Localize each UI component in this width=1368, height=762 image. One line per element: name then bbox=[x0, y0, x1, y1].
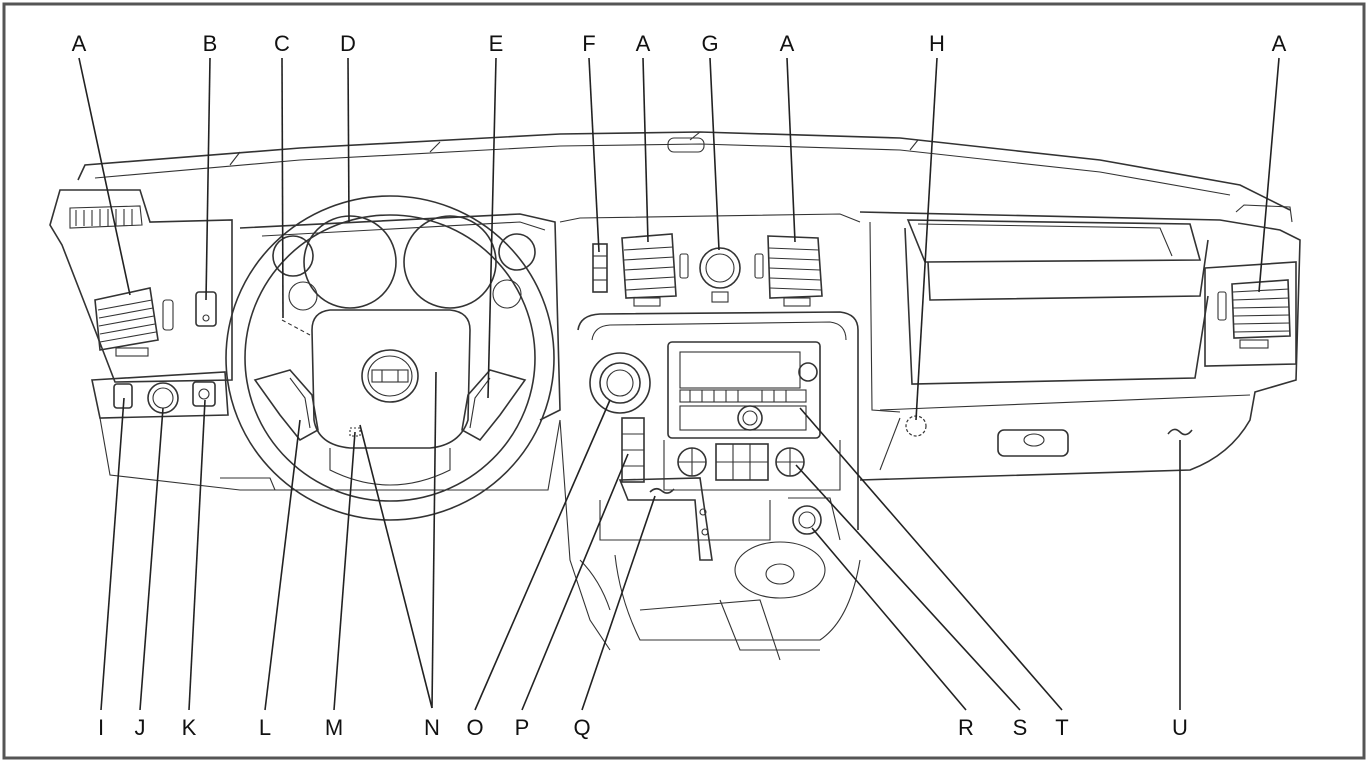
label-top-f: F bbox=[582, 31, 595, 56]
label-top-b: B bbox=[203, 31, 218, 56]
label-bottom-p: P bbox=[515, 715, 530, 740]
leader-lines bbox=[78, 57, 1280, 711]
label-bottom-t: T bbox=[1055, 715, 1068, 740]
label-top-d: D bbox=[340, 31, 356, 56]
label-bottom-n: N bbox=[424, 715, 440, 740]
label-bottom-l: L bbox=[259, 715, 271, 740]
label-bottom-i: I bbox=[98, 715, 104, 740]
label-bottom-s: S bbox=[1013, 715, 1028, 740]
label-top-g: G bbox=[701, 31, 718, 56]
label-bottom-u: U bbox=[1172, 715, 1188, 740]
label-top-h: H bbox=[929, 31, 945, 56]
label-top-a-1: A bbox=[72, 31, 87, 56]
label-top-a-2: A bbox=[636, 31, 651, 56]
dashboard-drawing bbox=[49, 131, 1301, 661]
label-top-e: E bbox=[489, 31, 504, 56]
label-bottom-o: O bbox=[466, 715, 483, 740]
label-top-a-3: A bbox=[780, 31, 795, 56]
label-bottom-m: M bbox=[325, 715, 343, 740]
label-top-c: C bbox=[274, 31, 290, 56]
label-bottom-q: Q bbox=[573, 715, 590, 740]
label-bottom-r: R bbox=[958, 715, 974, 740]
callout-labels: A B C D E F A G A H A I J K L M N O P Q … bbox=[72, 31, 1287, 740]
label-bottom-j: J bbox=[135, 715, 146, 740]
label-bottom-k: K bbox=[182, 715, 197, 740]
label-top-a-4: A bbox=[1272, 31, 1287, 56]
